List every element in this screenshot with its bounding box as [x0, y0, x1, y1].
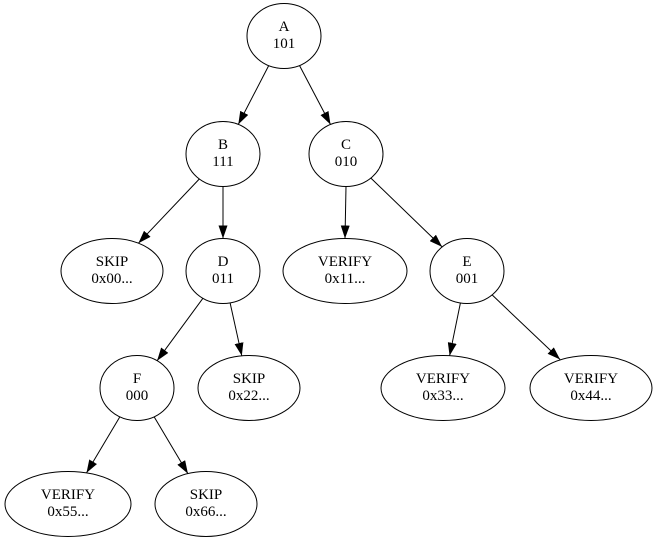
edge-c-verify11	[340, 186, 350, 239]
edge-c-e	[370, 177, 443, 248]
edges-layer	[86, 65, 561, 474]
node-e-label-line1: E	[462, 254, 471, 270]
node-d-label-line2: 011	[212, 271, 234, 287]
node-skip22-label-line2: 0x22...	[228, 388, 269, 404]
node-verify33-label-line1: VERIFY	[416, 371, 470, 387]
edge-f-verify55	[86, 416, 121, 474]
node-f-shape	[99, 355, 175, 421]
node-verify44-label-line2: 0x44...	[570, 388, 611, 404]
node-verify33: VERIFY 0x33...	[380, 355, 506, 421]
node-skip00-shape	[60, 238, 164, 304]
node-skip00-label-line2: 0x00...	[91, 271, 132, 287]
node-b-label-line1: B	[218, 137, 228, 153]
node-verify11: VERIFY 0x11...	[282, 238, 408, 304]
node-verify44-shape	[529, 355, 653, 421]
node-a-shape	[246, 3, 322, 69]
node-e-label-line2: 001	[456, 271, 479, 287]
node-b-shape	[185, 121, 261, 187]
node-verify33-shape	[380, 355, 506, 421]
node-verify44: VERIFY 0x44...	[529, 355, 653, 421]
edge-d-f	[156, 298, 204, 361]
node-verify11-label-line1: VERIFY	[318, 254, 372, 270]
node-skip66-label-line1: SKIP	[190, 487, 223, 503]
node-a-label-line2: 101	[273, 36, 296, 52]
node-verify55-shape	[4, 471, 132, 537]
edge-e-verify33	[447, 302, 461, 356]
node-skip66: SKIP 0x66...	[154, 471, 258, 537]
node-c-label-line1: C	[341, 137, 351, 153]
edge-f-skip66	[153, 416, 189, 474]
node-verify55-label-line2: 0x55...	[47, 504, 88, 520]
node-b-label-line2: 111	[212, 154, 233, 170]
node-verify44-label-line1: VERIFY	[564, 371, 618, 387]
node-skip00-label-line1: SKIP	[96, 254, 129, 270]
node-a-label-line1: A	[279, 19, 290, 35]
node-skip22: SKIP 0x22...	[197, 355, 301, 421]
edge-e-verify44	[491, 294, 561, 360]
node-f: F 000	[99, 355, 175, 421]
node-skip66-shape	[154, 471, 258, 537]
node-skip66-label-line2: 0x66...	[185, 504, 226, 520]
node-f-label-line1: F	[133, 371, 141, 387]
edge-d-skip22	[229, 302, 244, 356]
node-f-label-line2: 000	[126, 388, 149, 404]
edge-a-c	[299, 65, 331, 125]
node-c: C 010	[308, 121, 384, 187]
node-a: A 101	[246, 3, 322, 69]
node-c-label-line2: 010	[335, 154, 358, 170]
node-verify11-shape	[282, 238, 408, 304]
edge-a-b	[237, 65, 270, 125]
node-skip22-shape	[197, 355, 301, 421]
node-skip00: SKIP 0x00...	[60, 238, 164, 304]
node-skip22-label-line1: SKIP	[233, 371, 266, 387]
node-verify55: VERIFY 0x55...	[4, 471, 132, 537]
node-verify55-label-line1: VERIFY	[41, 487, 95, 503]
node-d-label-line1: D	[218, 254, 229, 270]
nodes-layer: A 101 B 111 C 010 SKIP 0x00... D 011 VER…	[4, 3, 653, 537]
node-d-shape	[185, 238, 261, 304]
node-d: D 011	[185, 238, 261, 304]
edge-b-skip00	[138, 178, 200, 244]
node-e: E 001	[429, 238, 505, 304]
node-verify33-label-line2: 0x33...	[422, 388, 463, 404]
node-verify11-label-line2: 0x11...	[325, 271, 366, 287]
node-e-shape	[429, 238, 505, 304]
node-b: B 111	[185, 121, 261, 187]
node-c-shape	[308, 121, 384, 187]
